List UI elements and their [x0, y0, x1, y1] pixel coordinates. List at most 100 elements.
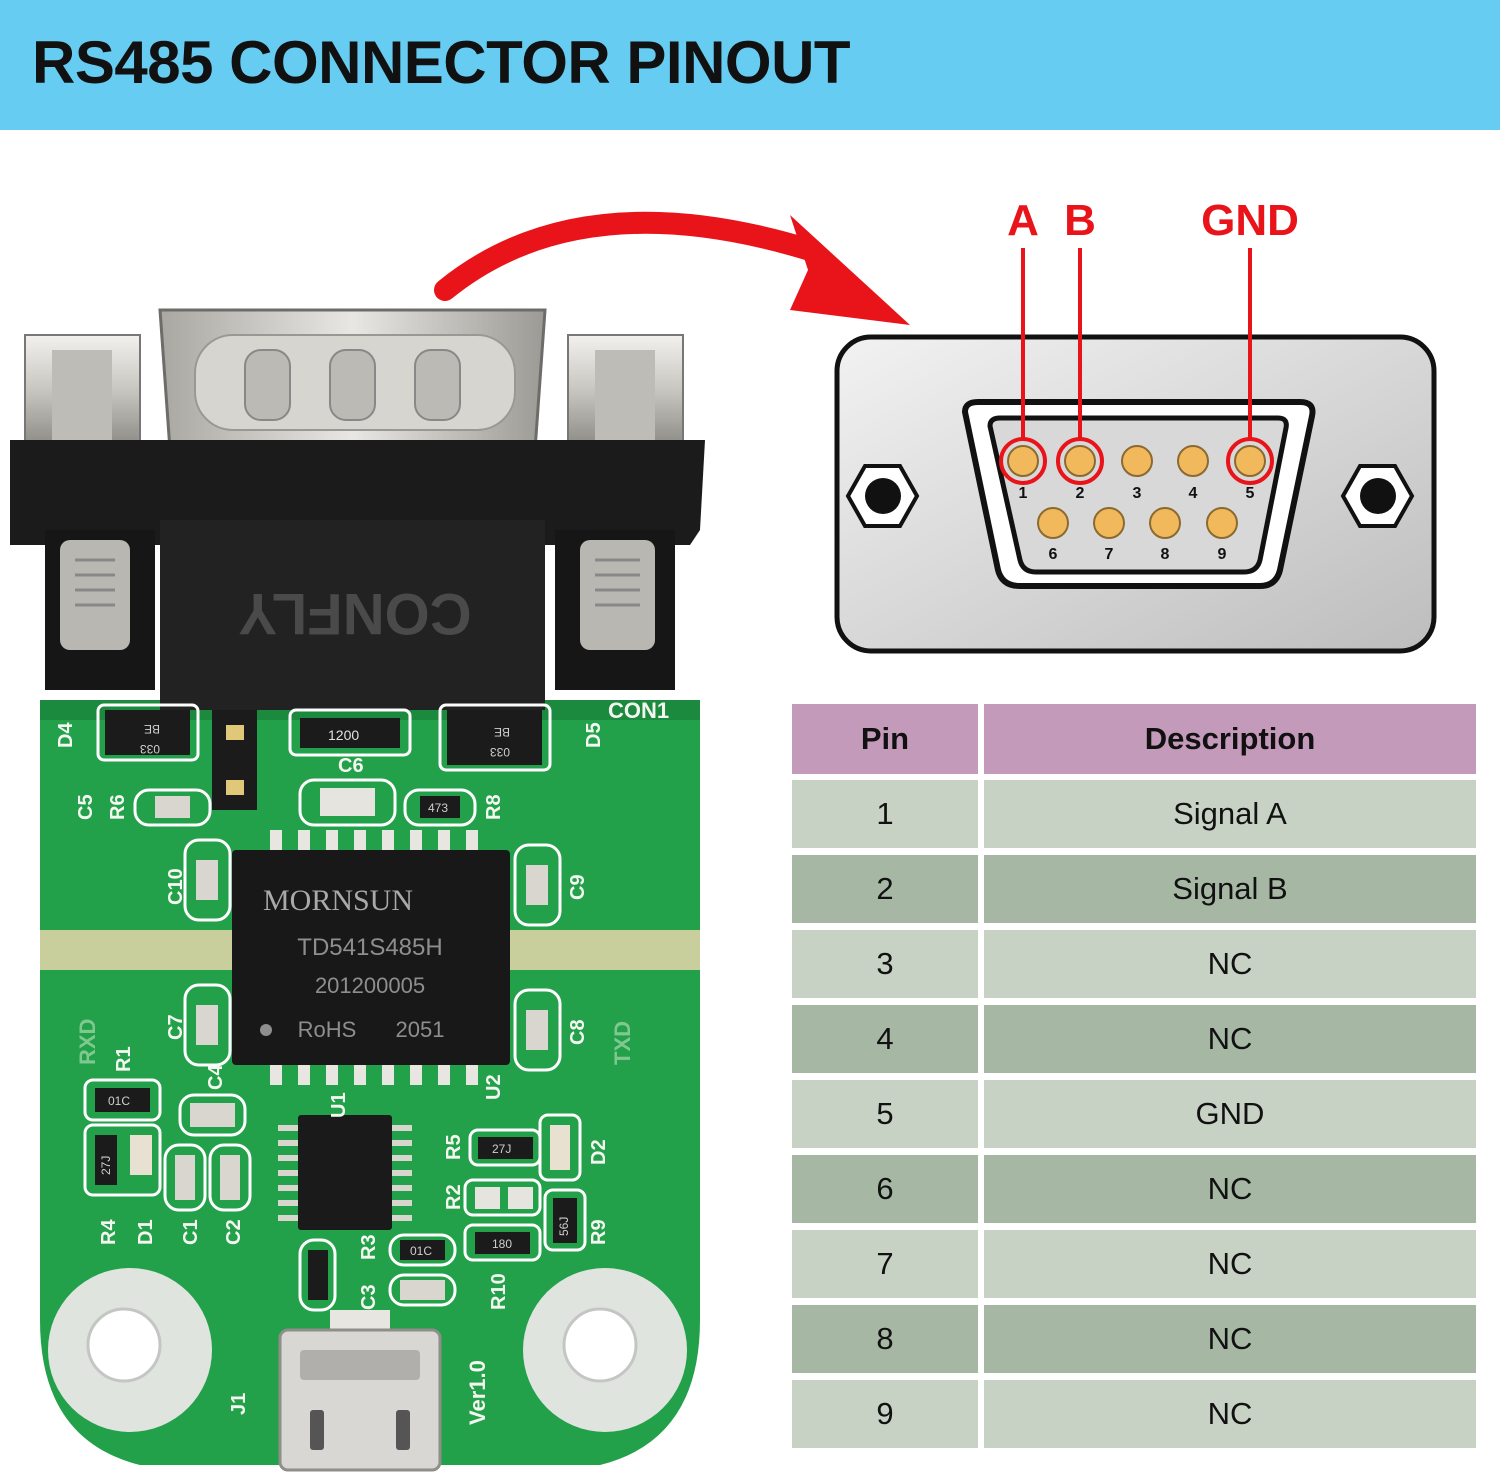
silkscreen-r8: R8	[483, 794, 505, 820]
part-marking-c6: 1200	[328, 727, 359, 743]
chip-model-text: TD541S485H	[297, 934, 442, 961]
pinout-table: Pin Description 1 Signal A 2 Signal B 3 …	[792, 704, 1476, 1455]
table-row: 1 Signal A	[792, 780, 1476, 855]
table-row: 3 NC	[792, 930, 1476, 1005]
standoff-right	[567, 334, 684, 446]
silkscreen-r5: R5	[443, 1134, 465, 1160]
part-marking-r5: 27J	[492, 1142, 511, 1156]
cell-description: NC	[984, 1305, 1476, 1380]
chip-rohs-text: RoHS	[298, 1017, 357, 1042]
chip-lot-text: 201200005	[315, 973, 425, 998]
silkscreen-c8: C8	[567, 1019, 589, 1045]
silkscreen-d5: D5	[583, 722, 605, 748]
cell-description: Signal A	[984, 780, 1476, 855]
mounting-hole-right	[523, 1268, 687, 1432]
pin-number-1: 1	[1019, 485, 1028, 502]
smd-parts-bodies	[95, 710, 577, 1300]
table-row: 6 NC	[792, 1155, 1476, 1230]
table-row: 7 NC	[792, 1230, 1476, 1305]
title-banner: RS485 CONNECTOR PINOUT	[0, 0, 1500, 130]
usb-uart-ic	[278, 1115, 412, 1230]
cell-pin: 3	[792, 930, 984, 1005]
silkscreen-c9: C9	[567, 874, 589, 900]
cell-pin: 9	[792, 1380, 984, 1455]
callout-lines	[999, 248, 1274, 485]
pin-number-8: 8	[1161, 546, 1170, 563]
silkscreen-r1: R1	[113, 1046, 135, 1072]
standoff-left	[24, 334, 141, 446]
part-marking-r4: 27J	[99, 1156, 113, 1175]
cell-description: NC	[984, 1005, 1476, 1080]
cell-description: NC	[984, 1380, 1476, 1455]
cell-pin: 8	[792, 1305, 984, 1380]
part-marking-r10: 180	[492, 1237, 512, 1251]
silkscreen-r2: R2	[443, 1184, 465, 1210]
silkscreen-c3: C3	[358, 1284, 380, 1310]
pin-number-5: 5	[1246, 485, 1255, 502]
silkscreen-u1: U1	[328, 1092, 350, 1118]
part-marking-d4-bottom: 033	[140, 742, 160, 756]
pin-number-4: 4	[1189, 485, 1198, 502]
pin-number-6: 6	[1049, 546, 1058, 563]
cell-description: NC	[984, 1230, 1476, 1305]
silkscreen-c5: C5	[75, 794, 97, 820]
silkscreen-d1: D1	[135, 1219, 157, 1245]
cell-pin: 6	[792, 1155, 984, 1230]
transceiver-module: MORNSUN TD541S485H 201200005 RoHS 2051	[232, 830, 510, 1085]
cell-description: NC	[984, 1155, 1476, 1230]
pin-holes	[1007, 445, 1266, 539]
cell-pin: 2	[792, 855, 984, 930]
pointer-arrow	[434, 211, 910, 325]
silkscreen-r9: R9	[588, 1219, 610, 1245]
silkscreen-rxd: RXD	[75, 1019, 100, 1065]
db9-pinout-diagram: A B GND 1 2 3 4 5 6 7 8 9	[834, 196, 1437, 654]
silkscreen-r10: R10	[488, 1273, 510, 1310]
cell-pin: 4	[792, 1005, 984, 1080]
silkscreen-r4: R4	[98, 1219, 120, 1245]
silkscreen-j1: J1	[228, 1393, 250, 1415]
silkscreen-r3: R3	[358, 1234, 380, 1260]
silkscreen-c10: C10	[165, 868, 187, 905]
cell-pin: 7	[792, 1230, 984, 1305]
table-row: 8 NC	[792, 1305, 1476, 1380]
connector-brand-text: CONFLY	[238, 581, 471, 646]
chip-date-text: 2051	[396, 1017, 445, 1042]
part-marking-d5-bottom: 033	[490, 745, 510, 759]
pin-number-3: 3	[1133, 485, 1142, 502]
cell-pin: 1	[792, 780, 984, 855]
part-marking-r3: 01C	[410, 1244, 432, 1258]
pin-number-9: 9	[1218, 546, 1227, 563]
header-description: Description	[984, 704, 1476, 780]
smd-components	[83, 703, 587, 1312]
connector-pins	[244, 349, 461, 421]
silkscreen-txd: TXD	[610, 1021, 635, 1065]
cell-description: Signal B	[984, 855, 1476, 930]
table-header-row: Pin Description	[792, 704, 1476, 780]
silkscreen-c6: C6	[338, 755, 364, 777]
db9-male-connector: CONFLY	[10, 308, 705, 710]
part-marking-r8: 473	[428, 801, 448, 815]
signal-label-gnd: GND	[1201, 196, 1299, 245]
part-marking-d5-top: BE	[494, 725, 510, 739]
part-marking-d4-top: BE	[144, 722, 160, 736]
table-row: 2 Signal B	[792, 855, 1476, 930]
silkscreen-version: Ver1.0	[465, 1360, 490, 1425]
cell-description: GND	[984, 1080, 1476, 1155]
silkscreen-con1: CON1	[608, 698, 669, 723]
part-marking-r1: 01C	[108, 1094, 130, 1108]
silkscreen-c7: C7	[165, 1014, 187, 1040]
silkscreen-d2: D2	[588, 1139, 610, 1165]
page-title: RS485 CONNECTOR PINOUT	[32, 29, 851, 96]
micro-usb-port	[278, 1310, 442, 1472]
part-marking-r9: 56J	[557, 1217, 571, 1236]
pin-number-2: 2	[1076, 485, 1085, 502]
header-pin: Pin	[792, 704, 984, 780]
silkscreen-d4: D4	[55, 722, 77, 748]
mounting-hole-left	[48, 1268, 212, 1432]
silkscreen-c4: C4	[205, 1064, 227, 1090]
cell-description: NC	[984, 930, 1476, 1005]
silkscreen-r6: R6	[107, 794, 129, 820]
pin-number-7: 7	[1105, 546, 1114, 563]
silkscreen-c1: C1	[180, 1219, 202, 1245]
table-row: 9 NC	[792, 1380, 1476, 1455]
